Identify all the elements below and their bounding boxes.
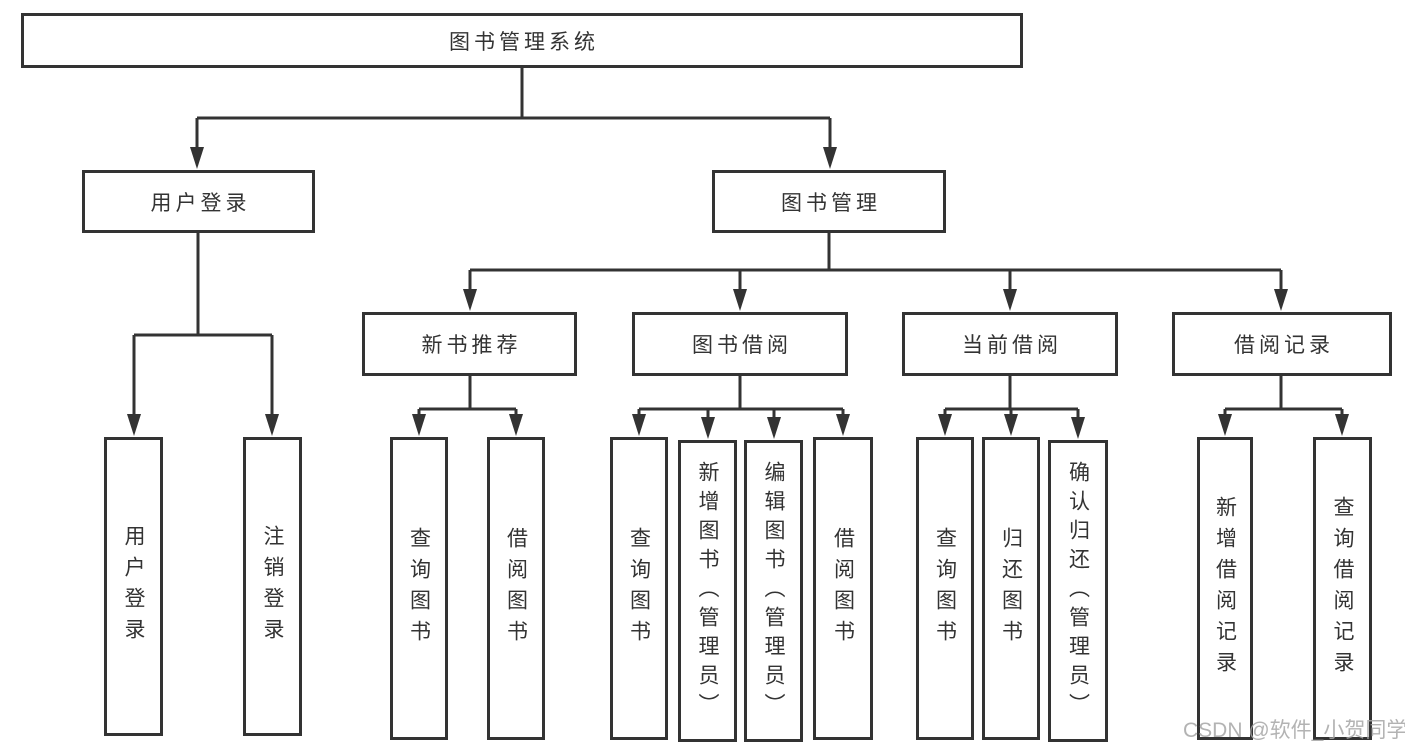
leaf-current-query-books: 查询图书 [916,437,974,740]
node-borrow-records: 借阅记录 [1172,312,1392,376]
edge-root-to-level2 [195,68,832,150]
node-book-borrowing: 图书借阅 [632,312,848,376]
node-root-library-system: 图书管理系统 [21,13,1023,68]
edge-mgmt-to-groups [468,233,1283,292]
arrowhead [632,414,646,436]
leaf-current-confirm-return-admin: 确认归还（管理员） [1048,440,1108,742]
csdn-watermark: CSDN @软件_小贺同学 [1183,719,1405,742]
connector-lines [132,68,1344,420]
leaf-recommend-borrow-books: 借阅图书 [487,437,545,740]
node-new-book-recommend: 新书推荐 [362,312,577,376]
leaf-current-return-books: 归还图书 [982,437,1040,740]
arrowhead [938,414,952,436]
arrowhead [1335,414,1349,436]
arrowhead [1003,289,1017,311]
leaf-logout: 注销登录 [243,437,302,736]
edge-recommend-to-leaves [417,375,518,418]
arrowhead [767,417,781,439]
arrowhead [1071,417,1085,439]
leaf-records-add-record: 新增借阅记录 [1197,437,1253,740]
arrowhead [836,414,850,436]
node-book-management: 图书管理 [712,170,946,233]
leaf-borrowing-query-books: 查询图书 [610,437,668,740]
leaf-borrowing-edit-books-admin: 编辑图书（管理员） [744,440,803,742]
edge-current-to-leaves [943,375,1080,420]
leaf-records-query-record: 查询借阅记录 [1313,437,1372,740]
leaf-borrowing-borrow-books: 借阅图书 [813,437,873,740]
edge-borrowing-to-leaves [637,375,845,420]
leaf-recommend-query-books: 查询图书 [390,437,448,740]
arrowhead [265,414,279,436]
arrowhead [733,289,747,311]
arrowhead [823,147,837,169]
arrowhead [1274,289,1288,311]
arrowhead [412,414,426,436]
arrowhead [127,414,141,436]
leaf-user-login: 用户登录 [104,437,163,736]
arrowhead [509,414,523,436]
arrowhead [190,147,204,169]
node-user-login: 用户登录 [82,170,315,233]
arrowhead [701,417,715,439]
arrowhead [1004,414,1018,436]
node-current-borrowing: 当前借阅 [902,312,1118,376]
arrowhead [1218,414,1232,436]
arrowheads [127,147,1349,439]
edge-login-to-leaves [132,233,274,417]
arrowhead [463,289,477,311]
edge-records-to-leaves [1223,375,1344,418]
leaf-borrowing-add-books-admin: 新增图书（管理员） [678,440,737,742]
